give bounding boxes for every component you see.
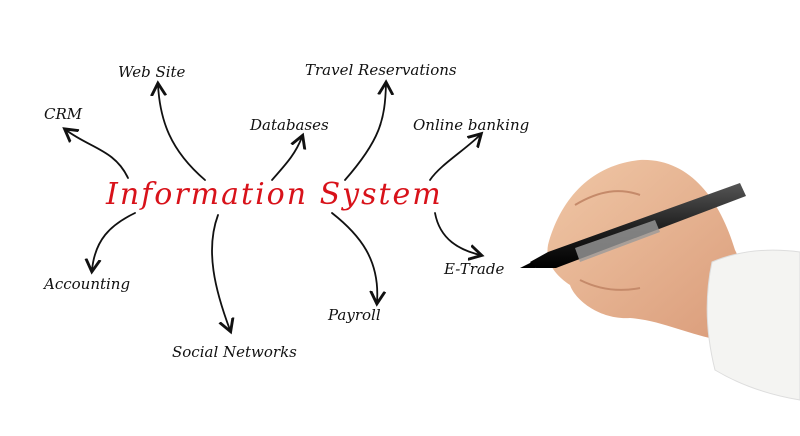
node-accounting: Accounting: [42, 275, 130, 293]
arrow-web-site: [158, 85, 206, 181]
node-web-site: Web Site: [118, 63, 186, 81]
node-databases: Databases: [249, 116, 329, 134]
arrow-accounting: [92, 212, 136, 270]
node-e-trade: E-Trade: [443, 260, 504, 278]
node-crm: CRM: [44, 105, 83, 123]
arrow-online-banking: [429, 135, 480, 181]
hand-illustration: [520, 159, 800, 401]
node-social-networks: Social Networks: [172, 343, 297, 361]
arrow-crm: [66, 130, 129, 179]
arrow-travel: [344, 84, 386, 181]
shirt-sleeve: [706, 249, 800, 401]
node-payroll: Payroll: [327, 306, 381, 324]
arrow-e-trade: [434, 212, 480, 255]
node-online-banking: Online banking: [413, 116, 529, 134]
arrow-databases: [271, 137, 302, 181]
arrows: [66, 84, 480, 330]
node-travel-reservations: Travel Reservations: [305, 61, 457, 79]
arrow-social-networks: [211, 214, 230, 330]
center-title: Information System: [105, 177, 443, 212]
arrow-payroll: [331, 212, 377, 302]
pen-icon: [520, 183, 746, 268]
